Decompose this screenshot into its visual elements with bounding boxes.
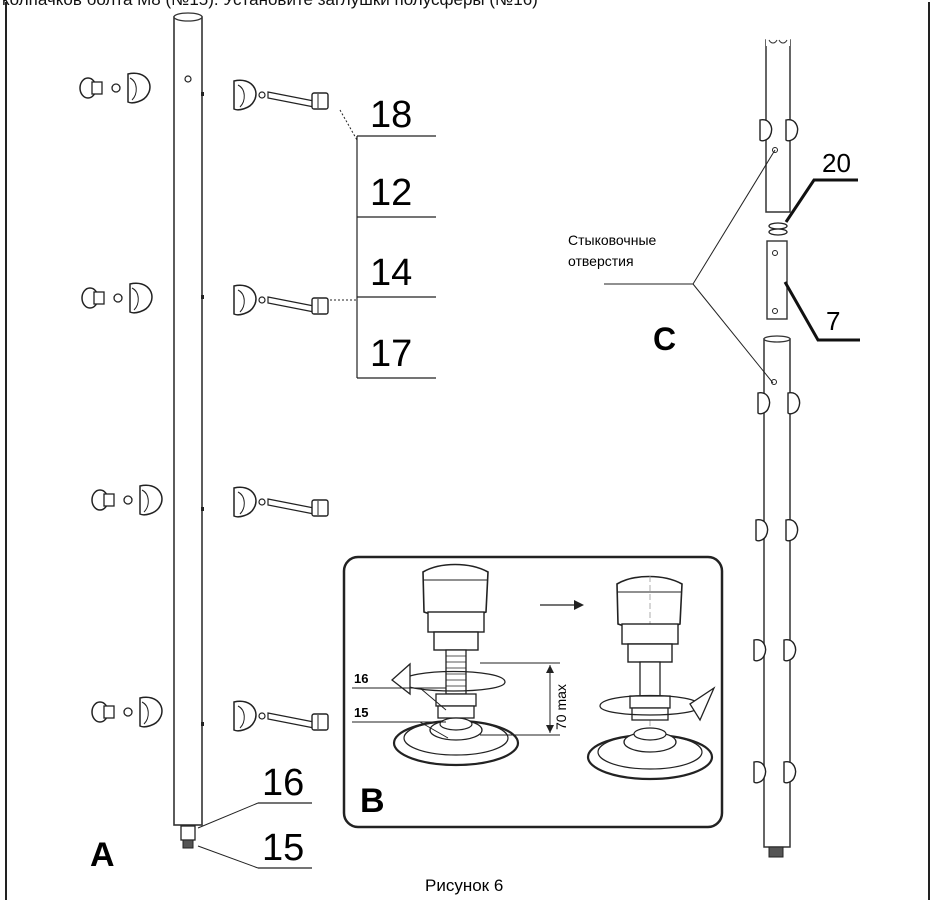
leveling-foot-right (586, 575, 716, 781)
callout-18: 18 (370, 94, 412, 136)
callout-14: 14 (370, 252, 412, 294)
holes-label-line1: Стыковочные (568, 232, 657, 248)
nut-cap-left-3 (91, 484, 163, 516)
c-label-7: 7 (826, 306, 840, 336)
nut-cap-left-4 (91, 696, 163, 728)
nut-cap-left-2 (81, 282, 153, 314)
nut-cap-left-1 (79, 72, 151, 104)
dimension-70max: 70 max (553, 684, 569, 730)
callout-12: 12 (370, 172, 412, 214)
figure-caption: Рисунок 6 (425, 876, 503, 895)
cutoff-header-text: колпачков болта М8 (№15). Установите заг… (2, 0, 933, 9)
bolt-cap-right-3 (233, 486, 329, 518)
b-label-16: 16 (354, 671, 368, 686)
panel-a-letter: A (90, 836, 115, 874)
c-label-20: 20 (822, 148, 851, 178)
bolt-cap-right-4 (233, 700, 329, 732)
holes-label-line2: отверстия (568, 253, 634, 269)
leveling-foot-left: 70 max 16 15 (352, 563, 569, 767)
panel-b-letter: B (360, 782, 385, 820)
figure-frame (5, 2, 930, 900)
callout-16: 16 (262, 762, 304, 804)
panel-c-letter: C (653, 321, 676, 357)
tube-hole (184, 75, 192, 83)
panel-b-inset: 70 max 16 15 (342, 555, 724, 829)
tube-a (173, 16, 203, 826)
bolt-cap-right-2 (233, 284, 329, 316)
callout-17: 17 (370, 333, 412, 375)
callout-15: 15 (262, 827, 304, 869)
panel-c: 20 7 Стыковочные отверстия C (568, 38, 860, 858)
bolt-cap-right-1 (233, 79, 329, 111)
b-label-15: 15 (354, 705, 368, 720)
connector-7 (766, 240, 788, 320)
panel-a: 18 12 14 17 16 15 A (79, 12, 436, 874)
